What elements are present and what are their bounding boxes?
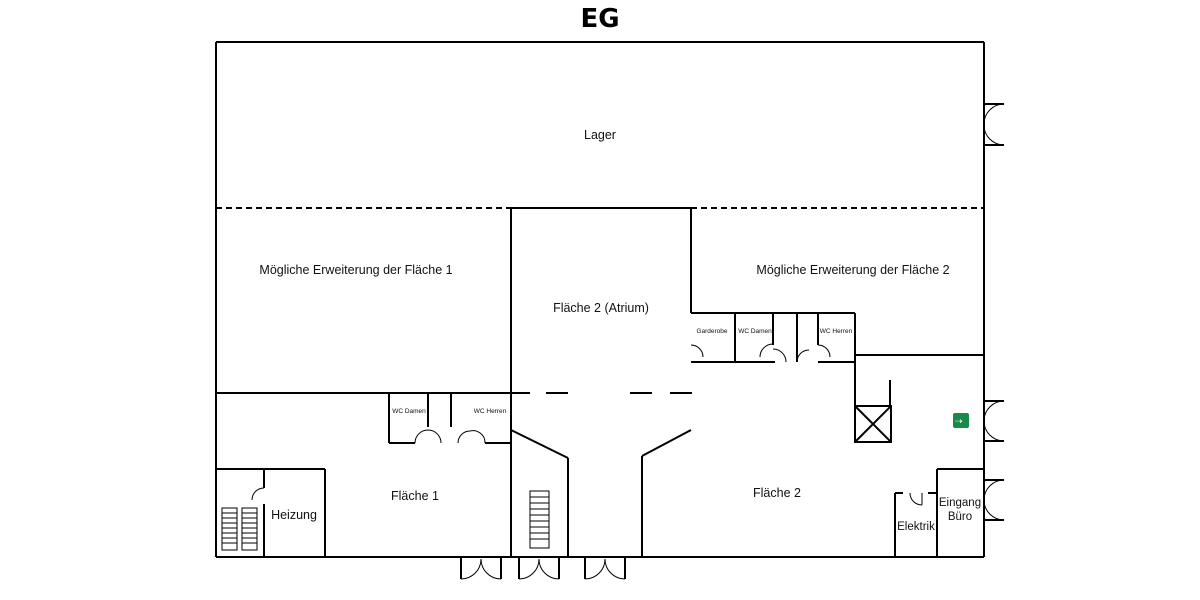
plan-title: EG — [580, 4, 620, 34]
room-label-buero: Büro — [948, 511, 972, 523]
room-label-atrium: Fläche 2 (Atrium) — [553, 301, 649, 315]
exterior-door-right-top — [983, 103, 1005, 146]
staircase-left-1 — [221, 507, 238, 551]
room-label-lager: Lager — [584, 128, 616, 142]
right-wc-block — [690, 312, 856, 363]
room-label-erweiterung-2: Mögliche Erweiterung der Fläche 2 — [756, 263, 949, 277]
elevator-shaft — [854, 405, 892, 443]
svg-text:⇢: ⇢ — [955, 417, 963, 427]
exterior-door-bottom-2 — [518, 557, 560, 580]
exterior-door-bottom-3 — [584, 557, 626, 580]
room-label-flaeche-1: Fläche 1 — [391, 489, 439, 503]
atrium-walls — [510, 207, 692, 557]
erweiterung-2-wall — [854, 354, 984, 405]
room-label-wc-damen-right: WC Damen — [738, 328, 772, 335]
room-label-flaeche-2: Fläche 2 — [753, 486, 801, 500]
room-label-wc-herren-right: WC Herren — [820, 328, 853, 335]
room-label-wc-herren-left: WC Herren — [474, 408, 507, 415]
room-label-elektrik: Elektrik — [897, 521, 935, 533]
room-label-eingang: Eingang — [939, 497, 981, 509]
emergency-exit-icon: ⇢ — [953, 413, 969, 428]
heizung-room — [216, 468, 326, 557]
room-label-heizung: Heizung — [271, 508, 317, 522]
exterior-door-right-bottom — [983, 479, 1005, 521]
room-label-wc-damen-left: WC Damen — [392, 408, 426, 415]
exterior-door-bottom-1 — [460, 557, 502, 580]
exterior-door-right-mid — [983, 400, 1005, 442]
elektrik-eingang-rooms — [894, 468, 984, 557]
room-label-garderobe: Garderobe — [696, 328, 727, 335]
left-wc-block — [388, 393, 511, 444]
staircase-atrium — [529, 490, 550, 549]
outer-walls — [215, 41, 985, 558]
room-label-erweiterung-1: Mögliche Erweiterung der Fläche 1 — [259, 263, 452, 277]
staircase-left-2 — [241, 507, 258, 551]
